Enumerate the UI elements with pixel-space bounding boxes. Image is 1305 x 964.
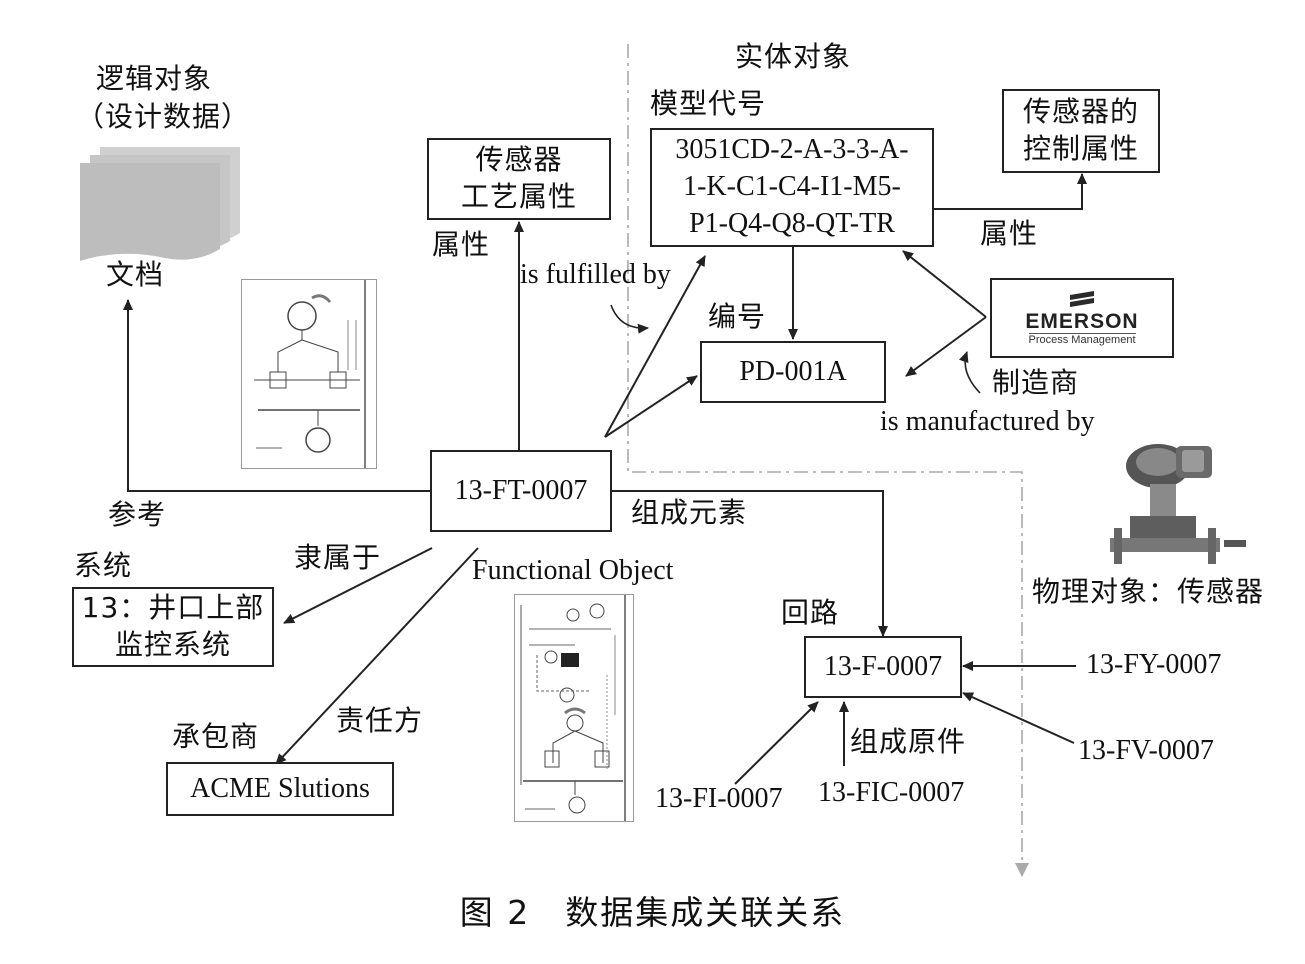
contractor-label: 承包商 bbox=[172, 720, 260, 753]
edge-model-to-control bbox=[934, 173, 1087, 210]
pressure-transmitter-image bbox=[1110, 444, 1246, 564]
component-parts-label: 组成原件 bbox=[850, 725, 967, 758]
logical-object-subtitle: （设计数据） bbox=[76, 100, 251, 133]
edge-fi-to-loop bbox=[734, 701, 819, 785]
sensor-process-line2: 工艺属性 bbox=[460, 180, 577, 213]
number-label: 编号 bbox=[708, 300, 767, 333]
loop-label: 回路 bbox=[781, 596, 840, 629]
attribute-label-right: 属性 bbox=[980, 217, 1039, 250]
physical-object-label: 物理对象：传感器 bbox=[1032, 575, 1265, 608]
functional-object-label: Functional Object bbox=[472, 555, 674, 586]
sensor-process-attributes-box: 传感器工艺属性 bbox=[427, 138, 611, 220]
attribute-label-left: 属性 bbox=[432, 228, 491, 261]
edge-ft-to-pd bbox=[604, 375, 698, 438]
model-code-line1: 3051CD-2-A-3-3-A- bbox=[675, 134, 909, 166]
system-line1: 13：井口上部 bbox=[81, 591, 265, 625]
belongs-to-label: 隶属于 bbox=[294, 541, 382, 574]
model-code-line3: P1-Q4-Q8-QT-TR bbox=[689, 207, 895, 239]
emerson-sub-text: Process Management bbox=[1028, 332, 1136, 346]
model-code-label: 模型代号 bbox=[650, 87, 767, 120]
pid-drawing-thumbnail-center bbox=[514, 594, 634, 822]
responsible-party-label: 责任方 bbox=[336, 704, 424, 737]
edge-ft-to-model bbox=[604, 255, 706, 438]
fic-tag: 13-FIC-0007 bbox=[818, 777, 965, 808]
model-code-box: 3051CD-2-A-3-3-A- 1-K-C1-C4-I1-M5- P1-Q4-Q… bbox=[650, 128, 934, 247]
edge-ft-to-doc bbox=[123, 299, 430, 492]
physical-boundary-line bbox=[627, 44, 1029, 877]
loop-box: 13-F-0007 bbox=[804, 636, 962, 698]
ft-box: 13-FT-0007 bbox=[430, 450, 612, 532]
fulfilled-pointer bbox=[610, 304, 649, 334]
pid-drawing-thumbnail-left bbox=[241, 279, 377, 469]
emerson-brand-text: EMERSON bbox=[1025, 309, 1139, 333]
pd-text: PD-001A bbox=[739, 355, 847, 387]
pd-box: PD-001A bbox=[700, 341, 886, 403]
ft-text: 13-FT-0007 bbox=[454, 474, 588, 506]
emerson-emblem-icon bbox=[1070, 290, 1094, 307]
contractor-box: ACME Slutions bbox=[166, 762, 394, 816]
system-box: 13：井口上部监控系统 bbox=[72, 587, 274, 667]
system-line2: 监控系统 bbox=[114, 628, 231, 661]
document-label: 文档 bbox=[106, 258, 165, 291]
loop-text: 13-F-0007 bbox=[823, 650, 943, 682]
edge-ft-to-loop bbox=[612, 490, 888, 637]
fy-tag: 13-FY-0007 bbox=[1086, 649, 1222, 680]
edge-emerson-to-model bbox=[902, 250, 987, 318]
edge-ft-to-acme bbox=[275, 547, 479, 765]
sensor-control-line1: 传感器的 bbox=[1022, 95, 1139, 129]
emerson-logo: EMERSON Process Management bbox=[990, 278, 1174, 358]
manufactured-pointer bbox=[958, 351, 981, 394]
logical-object-title: 逻辑对象 bbox=[96, 62, 213, 95]
edge-fv-to-loop bbox=[962, 692, 1075, 744]
edge-emerson-to-pd bbox=[905, 316, 987, 377]
contractor-text: ACME Slutions bbox=[190, 772, 370, 804]
edge-ft-to-system bbox=[283, 547, 433, 624]
reference-label: 参考 bbox=[108, 498, 167, 531]
is-fulfilled-by-label: is fulfilled by bbox=[520, 259, 671, 290]
fi-tag: 13-FI-0007 bbox=[655, 783, 783, 814]
physical-object-header: 实体对象 bbox=[735, 40, 852, 73]
is-manufactured-by-label: is manufactured by bbox=[880, 406, 1095, 437]
figure-caption: 图 2 数据集成关联关系 bbox=[459, 893, 846, 932]
manufacturer-label: 制造商 bbox=[992, 366, 1080, 399]
fv-tag: 13-FV-0007 bbox=[1078, 735, 1214, 766]
sensor-process-line1: 传感器 bbox=[475, 143, 563, 177]
model-code-line2: 1-K-C1-C4-I1-M5- bbox=[683, 171, 901, 203]
sensor-control-attributes-box: 传感器的控制属性 bbox=[1002, 89, 1160, 173]
component-element-label: 组成元素 bbox=[631, 496, 748, 529]
sensor-control-line2: 控制属性 bbox=[1022, 132, 1139, 165]
system-label: 系统 bbox=[74, 549, 133, 582]
document-stack-icon bbox=[80, 147, 240, 261]
